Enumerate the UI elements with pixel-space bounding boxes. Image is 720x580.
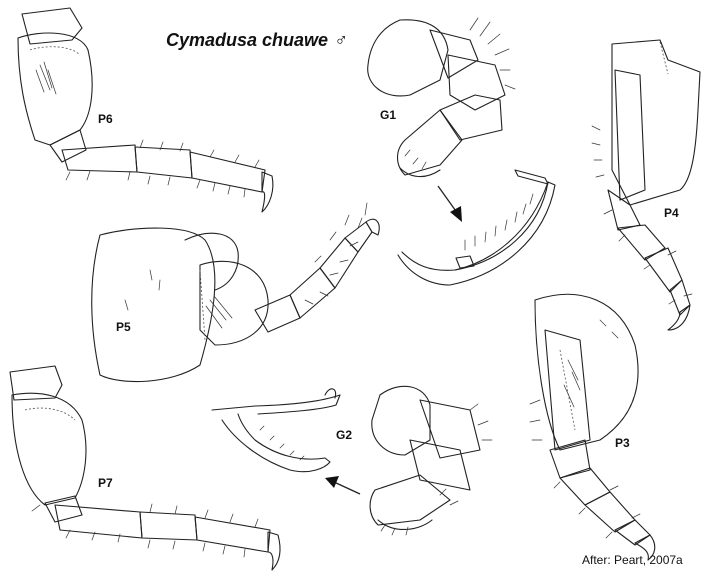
male-symbol: ♂ bbox=[333, 30, 347, 50]
species-name: Cymadusa chuawe bbox=[166, 30, 329, 50]
p6-appendage bbox=[17, 7, 274, 213]
p7-appendage bbox=[9, 365, 281, 571]
label-g2: G2 bbox=[336, 428, 353, 442]
g2-detail bbox=[211, 388, 341, 473]
label-p4: P4 bbox=[664, 206, 679, 220]
g2-appendage bbox=[369, 385, 493, 536]
g1-detail bbox=[397, 169, 556, 286]
species-title: Cymadusa chuawe ♂ bbox=[166, 30, 347, 51]
label-p3: P3 bbox=[615, 436, 630, 450]
source-credit: After: Peart, 2007a bbox=[582, 553, 683, 567]
label-p6: P6 bbox=[98, 112, 113, 126]
label-p5: P5 bbox=[116, 320, 131, 334]
label-p7: P7 bbox=[98, 476, 113, 490]
g2-arrow bbox=[325, 476, 361, 495]
label-g1: G1 bbox=[380, 108, 397, 122]
g1-arrow bbox=[437, 185, 462, 222]
p4-appendage bbox=[591, 39, 701, 331]
g1-appendage bbox=[367, 17, 516, 178]
p3-appendage bbox=[529, 293, 656, 561]
p5-appendage bbox=[91, 202, 380, 383]
